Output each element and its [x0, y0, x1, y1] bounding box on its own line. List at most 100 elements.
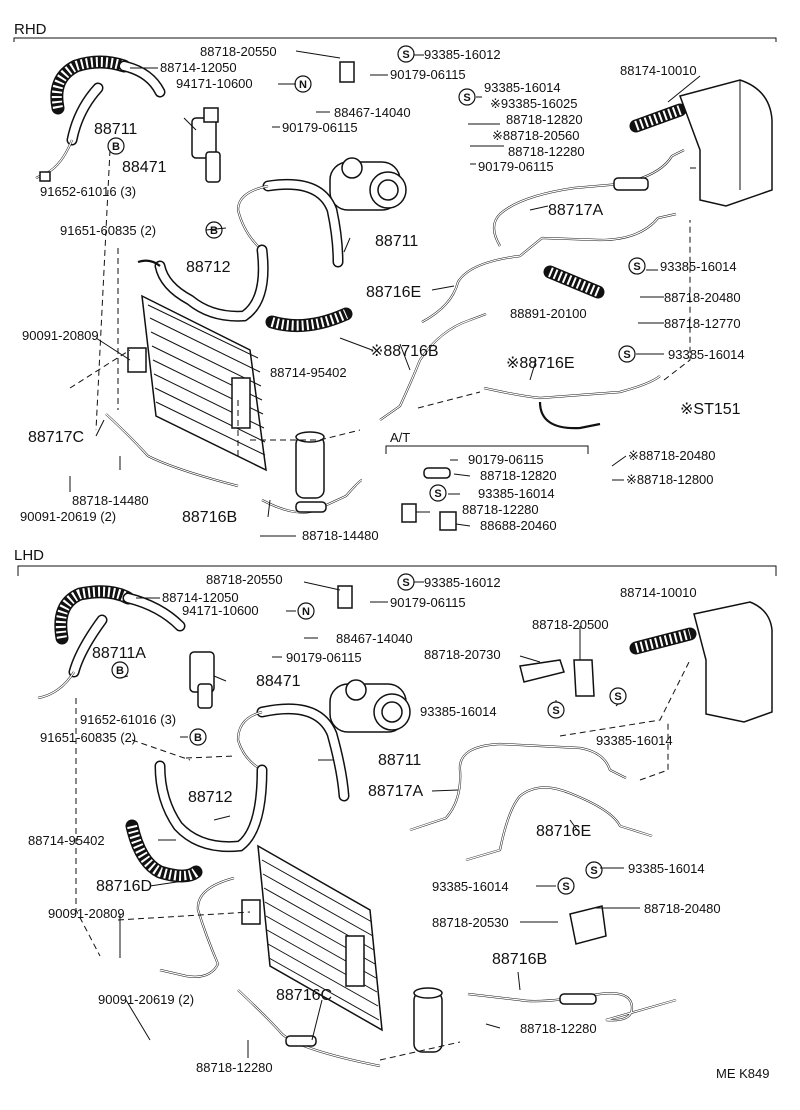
rhd-label-88718-12820-b: 88718-12820: [480, 468, 557, 483]
lhd-label-88712: 88712: [188, 789, 233, 806]
symbol-s: S: [614, 691, 621, 703]
rhd-label-88711: 88711: [94, 121, 137, 138]
rhd-label-90179-06115: 90179-06115: [390, 67, 466, 82]
rhd-symbols: S N S B B S S S: [107, 45, 646, 502]
rhd-label-88716B: 88716B: [182, 509, 237, 526]
rhd-label-88891-20100: 88891-20100: [510, 306, 587, 321]
rhd-compressor: [329, 157, 407, 211]
lhd-label-88718-12280: 88718-12280: [520, 1021, 597, 1036]
lhd-label-88716C: 88716C: [276, 987, 332, 1004]
rhd-label-88718-12280-b: 88718-12280: [462, 502, 539, 517]
rhd-label-88714-95402: 88714-95402: [270, 365, 347, 380]
rhd-label-88714-12050: 88714-12050: [160, 60, 237, 75]
rhd-label-88718-20550: 88718-20550: [200, 44, 277, 59]
rhd-label-st151: ※ST151: [680, 401, 741, 418]
symbol-b: B: [194, 732, 202, 744]
rhd-label-88718-12820: 88718-12820: [506, 112, 583, 127]
rhd-label-88718-12770: 88718-12770: [664, 316, 741, 331]
lhd-frame: [17, 565, 777, 576]
lhd-symbols: S N B B S S S S: [111, 573, 627, 895]
rhd-label-st-88716B: ※88716B: [370, 343, 439, 360]
rhd-label-88717C: 88717C: [28, 429, 84, 446]
lhd-label-93385-16014-b: 93385-16014: [596, 733, 673, 748]
rhd-label-90091-20809: 90091-20809: [22, 328, 99, 343]
symbol-s: S: [402, 49, 409, 61]
lhd-label-88718-12280-b: 88718-12280: [196, 1060, 273, 1075]
lhd-label-91651-60835: 91651-60835 (2): [40, 730, 136, 745]
rhd-label-93385-16014-b: 93385-16014: [660, 259, 737, 274]
symbol-s: S: [633, 261, 640, 273]
lhd-label-88717A: 88717A: [368, 783, 423, 800]
rhd-label-93385-16012: 93385-16012: [424, 47, 501, 62]
rhd-labels: 88718-20550 93385-16012 88714-12050 9017…: [20, 44, 745, 543]
rhd-label-88718-14480: 88718-14480: [72, 493, 149, 508]
lhd-label-88718-20530: 88718-20530: [432, 915, 509, 930]
rhd-label-93385-16014: 93385-16014: [484, 80, 561, 95]
rhd-label-st-88716E: ※88716E: [506, 355, 575, 372]
lhd-label-88718-20730: 88718-20730: [424, 647, 501, 662]
lhd-label-88711: 88711: [378, 752, 421, 769]
lhd-receiver: [413, 991, 443, 1053]
rhd-frame: [13, 37, 777, 42]
lhd-evaporator: [693, 601, 773, 723]
symbol-n: N: [299, 79, 307, 91]
rhd-evaporator: [679, 79, 773, 207]
lhd-label-93385-16014: 93385-16014: [420, 704, 497, 719]
symbol-n: N: [302, 606, 310, 618]
lhd-label-91652-61016: 91652-61016 (3): [80, 712, 176, 727]
lhd-label-88467-14040: 88467-14040: [336, 631, 413, 646]
rhd-label-90179-06115-b: 90179-06115: [282, 120, 358, 135]
lhd-label-88716D: 88716D: [96, 878, 152, 895]
lhd-bracket-88718-20550: [337, 585, 353, 609]
rhd-label-88718-14480-b: 88718-14480: [302, 528, 379, 543]
rhd-label-91651-60835: 91651-60835 (2): [60, 223, 156, 238]
lhd-pipe-88717A: [409, 742, 627, 832]
rhd-label-88471: 88471: [122, 159, 167, 176]
rhd-label-90091-20619: 90091-20619 (2): [20, 509, 116, 524]
rhd-bracket-88718-20550: [339, 61, 355, 83]
rhd-label-88711-b: 88711: [375, 233, 418, 250]
rhd-label-88718-12280: 88718-12280: [508, 144, 585, 159]
symbol-b: B: [116, 665, 124, 677]
lhd-condenser: [241, 844, 383, 1032]
lhd-label-88471: 88471: [256, 673, 301, 690]
lhd-label-88718-20550: 88718-20550: [206, 572, 283, 587]
symbol-b: B: [210, 225, 218, 237]
symbol-s: S: [463, 92, 470, 104]
lhd-label-93385-16012: 93385-16012: [424, 575, 501, 590]
lhd-compressor: [329, 679, 411, 733]
lhd-label-88714-12050: 88714-12050: [162, 590, 239, 605]
lhd-label-90179-06115: 90179-06115: [390, 595, 466, 610]
lhd-label-88714-95402: 88714-95402: [28, 833, 105, 848]
rhd-label-88716E: 88716E: [366, 284, 421, 301]
rhd-receiver: [295, 435, 325, 499]
rhd-label-93385-16014-c: 93385-16014: [668, 347, 745, 362]
lhd-label-88716B: 88716B: [492, 951, 547, 968]
rhd-label-88712: 88712: [186, 259, 231, 276]
rhd-label-88717A: 88717A: [548, 202, 603, 219]
lhd-label-90179-06115-b: 90179-06115: [286, 650, 362, 665]
lhd-label-90091-20809: 90091-20809: [48, 906, 125, 921]
symbol-s: S: [434, 488, 441, 500]
symbol-s: S: [590, 865, 597, 877]
lhd-label-88716E: 88716E: [536, 823, 591, 840]
rhd-label-90179-06115-c: 90179-06115: [478, 159, 554, 174]
lhd-label-93385-16014-c: 93385-16014: [628, 861, 705, 876]
lhd-drawing: [37, 585, 773, 1068]
rhd-label-91652-61016: 91652-61016 (3): [40, 184, 136, 199]
lhd-section-title: LHD: [14, 547, 44, 564]
rhd-label-88688-20460: 88688-20460: [480, 518, 557, 533]
rhd-label-93385-16025: ※93385-16025: [490, 96, 578, 111]
lhd-label-88711A: 88711A: [92, 645, 146, 662]
lhd-label-93385-16014-d: 93385-16014: [432, 879, 509, 894]
rhd-label-88467-14040: 88467-14040: [334, 105, 411, 120]
symbol-b: B: [112, 141, 120, 153]
rhd-label-st-88718-12800: ※88718-12800: [626, 472, 714, 487]
rhd-drawing: [35, 55, 773, 531]
rhd-label-94171-10600: 94171-10600: [176, 76, 253, 91]
rhd-label-88718-20560: ※88718-20560: [492, 128, 580, 143]
lhd-label-88718-20480: 88718-20480: [644, 901, 721, 916]
rhd-label-90179-06115-d: 90179-06115: [468, 452, 544, 467]
footer-code: ME K849: [716, 1066, 769, 1081]
